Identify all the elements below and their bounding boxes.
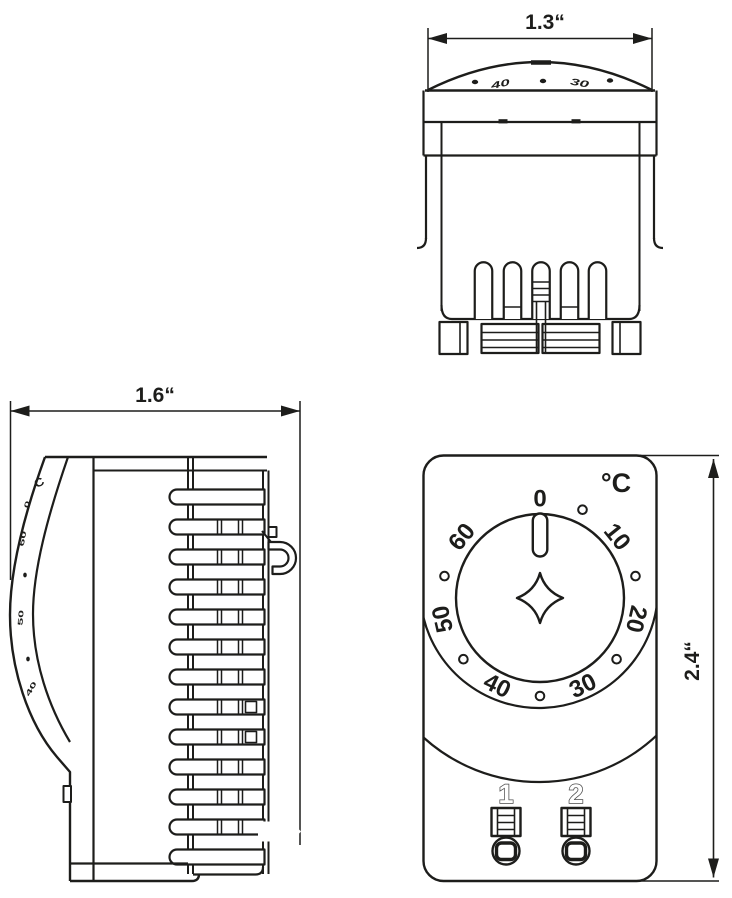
dial-dot-mark (471, 79, 479, 85)
terminal-2-wire-slot (564, 841, 588, 862)
dial-dot-mark (23, 572, 27, 578)
arrowhead-left-icon (10, 405, 30, 417)
front-view: °C 0 10 20 30 40 50 60 1 (422, 454, 658, 883)
foreshortened-dial-numeral: 40 (24, 680, 38, 697)
latch-release-tab (258, 813, 301, 850)
bezel-clip-mark (571, 119, 581, 124)
prong-center (531, 261, 551, 319)
dial-label-60: 60 (443, 518, 481, 556)
louver-slats (168, 488, 266, 866)
terminal-2-clamp (560, 806, 592, 838)
terminal-1-label: 1 (498, 779, 513, 809)
top-view: 40 30 (416, 60, 664, 356)
celsius-unit-label: °C (601, 468, 631, 498)
temperature-dial: 0 10 20 30 40 50 60 (427, 486, 652, 704)
foreshortened-dial-numeral: 60 (18, 530, 28, 547)
dial-pointer-slot (531, 512, 549, 558)
front-face-outer-curve (8, 456, 72, 881)
foreshortened-dial-numeral: 50 (17, 610, 26, 626)
slat (168, 848, 266, 866)
arrowhead-down-icon (708, 858, 719, 878)
dial-label-10: 10 (598, 518, 636, 556)
dial-dot-mark (606, 78, 614, 83)
arrowhead-right-icon (633, 33, 652, 44)
dial-dome-outline (427, 60, 653, 92)
lower-panel-arc (422, 734, 658, 784)
terminal-block-top-2 (541, 322, 601, 355)
prong (587, 261, 608, 319)
slat-latch-detail (244, 700, 258, 714)
front-body-outline (422, 454, 658, 883)
dial-dot-mark (539, 78, 547, 84)
center-screw-detail (532, 281, 550, 319)
bezel-clip-mark (498, 119, 508, 124)
prong (502, 261, 523, 319)
front-face-clip (62, 785, 72, 803)
slat-joint-ticks (216, 520, 244, 834)
dial-recess-arc (422, 607, 658, 710)
slat (168, 488, 266, 506)
top-view-dimension: 1.3“ (427, 11, 653, 92)
height-dimension-label: 2.4“ (681, 641, 704, 681)
dial-label-40: 40 (479, 668, 515, 704)
side-block-right (611, 320, 642, 356)
din-rail-clip (261, 526, 298, 576)
width-dimension-label: 1.3“ (525, 11, 565, 34)
base-bottom-line (70, 873, 201, 883)
depth-dimension-label: 1.6“ (135, 384, 175, 407)
clip-step (268, 526, 278, 538)
dial-scale-dot (630, 570, 641, 582)
slat-latch-detail (244, 730, 258, 744)
dial-scale-dot (458, 653, 469, 665)
foreshortened-dial-numeral: 40 (489, 77, 511, 91)
fin-column-bottom (193, 866, 265, 876)
dial-label-30: 30 (565, 668, 601, 704)
terminal-2-label: 2 (568, 779, 583, 809)
dial-dot-mark (26, 656, 30, 662)
terminal-1-wire-slot (494, 841, 518, 862)
foreshortened-dial-numeral: 0 (23, 500, 32, 509)
dial-label-50: 50 (427, 603, 459, 635)
terminal-1-wire-entry (491, 836, 521, 866)
dial-scale-dot (439, 570, 450, 582)
dial-scale-dot (577, 504, 588, 516)
mounting-hook-right (652, 237, 664, 250)
side-block-left (438, 320, 469, 356)
front-view-dimension: 2.4“ (608, 454, 719, 882)
dial-label-20: 20 (620, 603, 652, 635)
front-face-inner-curve (31, 456, 71, 743)
dial-scale-dot (534, 690, 546, 702)
side-view-dimension: 1.6“ (9, 384, 301, 845)
terminal-2: 2 (560, 778, 592, 866)
side-view: C 0 60 50 40 (8, 455, 301, 883)
prong (559, 261, 580, 319)
clip-hook (267, 540, 298, 576)
terminal-block-top-1 (480, 322, 540, 355)
arrowhead-up-icon (708, 459, 719, 478)
mounting-hook-left (416, 237, 428, 250)
foreshortened-dial-numeral: 30 (569, 76, 590, 89)
arrowhead-right-icon (281, 405, 300, 417)
dial-label-0: 0 (533, 486, 546, 513)
terminal-1: 1 (490, 778, 522, 866)
dial-center-cross (515, 571, 565, 625)
terminal-2-wire-entry (561, 836, 591, 866)
prong (473, 261, 494, 319)
clip-gusset (261, 530, 272, 543)
terminal-1-clamp (490, 806, 522, 838)
dial-scale-dot (611, 653, 622, 665)
arrowhead-left-icon (428, 33, 447, 44)
